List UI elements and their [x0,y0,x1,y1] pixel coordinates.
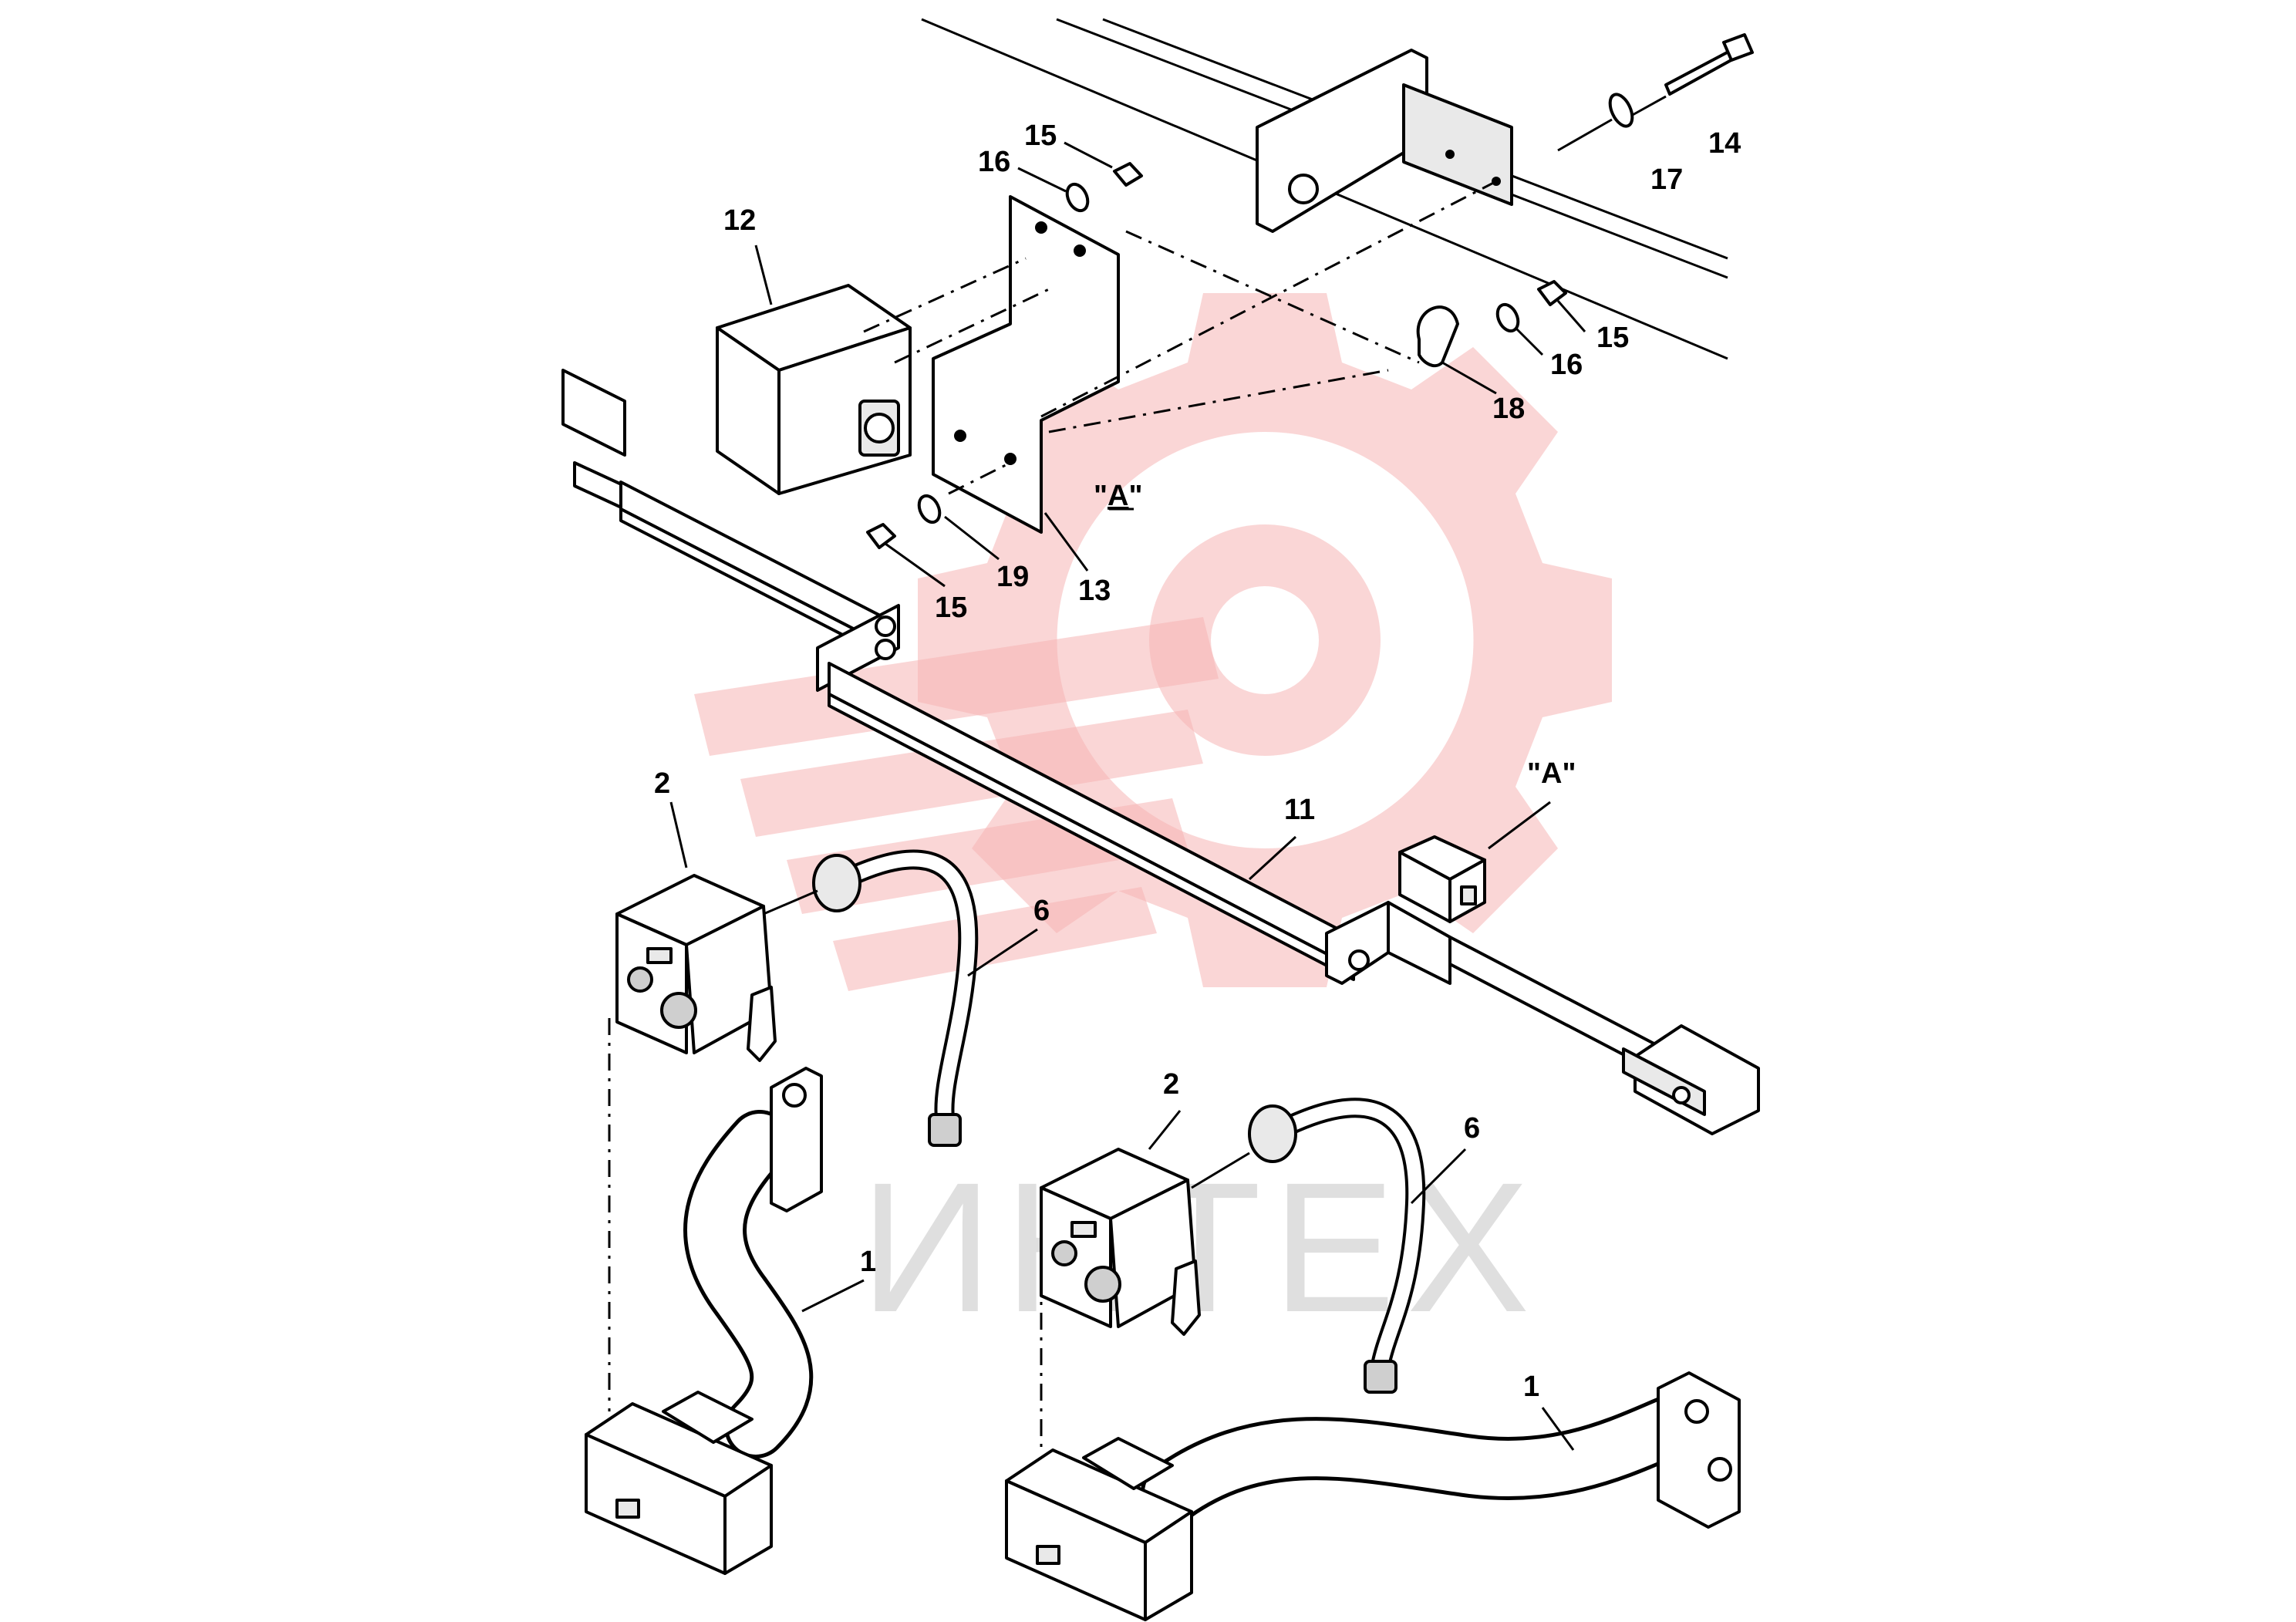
right-end-plate [1633,1024,1760,1135]
alignment-lines [608,176,1505,1450]
washer-17 [1608,93,1634,128]
harness-flange-right [1657,1371,1741,1529]
p-clamp-18 [1416,280,1567,368]
cable-6-left [812,849,979,1147]
controller-2-left [615,874,777,1062]
callout-12: 12 [723,204,756,237]
wrench-stripe-4-icon [833,887,1157,991]
callout-18: 18 [1492,393,1525,425]
callout-2-left: 2 [654,767,670,800]
callout-6-right: 6 [1464,1112,1480,1145]
callout-17: 17 [1650,164,1683,196]
frame-beam [921,18,1728,360]
detail-ref-a: "A" [1094,480,1143,512]
nut-15-lower [866,523,896,549]
callout-labels: 15 16 12 14 17 15 16 18 19 15 13 11 2 6 … [654,120,1741,1403]
gear-hole-icon [1211,586,1319,694]
washer-19 [917,494,942,524]
callout-11: 11 [1284,794,1315,826]
harness-switch [615,1499,640,1519]
left-end-plate [561,369,626,457]
callout-15-top: 15 [1024,120,1057,152]
callout-2-right: 2 [1163,1068,1179,1101]
callout-1-left: 1 [860,1246,876,1278]
mounting-bracket-13 [866,162,1143,549]
washer-16-top [1065,182,1090,213]
controller-2-right [1040,1148,1201,1336]
callout-16-right: 16 [1550,349,1583,381]
wrench-stripe-1-icon [694,617,1219,756]
sensor-box-a [1398,835,1486,923]
harness-1-right [1005,1371,1741,1621]
leader-lines [669,141,1586,1451]
harness-1-left [585,1067,823,1575]
washer-16-right [1495,302,1520,333]
callout-14: 14 [1708,127,1741,160]
nut-15-right [1537,280,1567,306]
cable-plug [928,1113,962,1147]
callout-15-right: 15 [1596,322,1629,354]
nut-15-top [1113,162,1143,187]
harness-flange [770,1067,823,1212]
cross-tube-11 [561,369,1760,1135]
callout-15-lower: 15 [935,592,967,624]
cable-6-right [1248,1098,1426,1394]
control-box-12 [716,284,912,495]
callout-16-top: 16 [978,146,1010,178]
bolt-14 [1557,33,1754,152]
callout-19: 19 [996,561,1029,593]
beam-side-face [1402,83,1513,206]
callout-13: 13 [1078,575,1111,607]
beam-mounting-plate [1256,49,1428,233]
callout-1-right: 1 [1523,1371,1539,1403]
detail-tag-a: "A" [1527,757,1576,790]
callout-6-left: 6 [1033,895,1050,927]
view-marks: "A" "A" [1094,480,1576,790]
beam-bolt-head [1288,174,1319,204]
cable-connector [812,854,861,912]
